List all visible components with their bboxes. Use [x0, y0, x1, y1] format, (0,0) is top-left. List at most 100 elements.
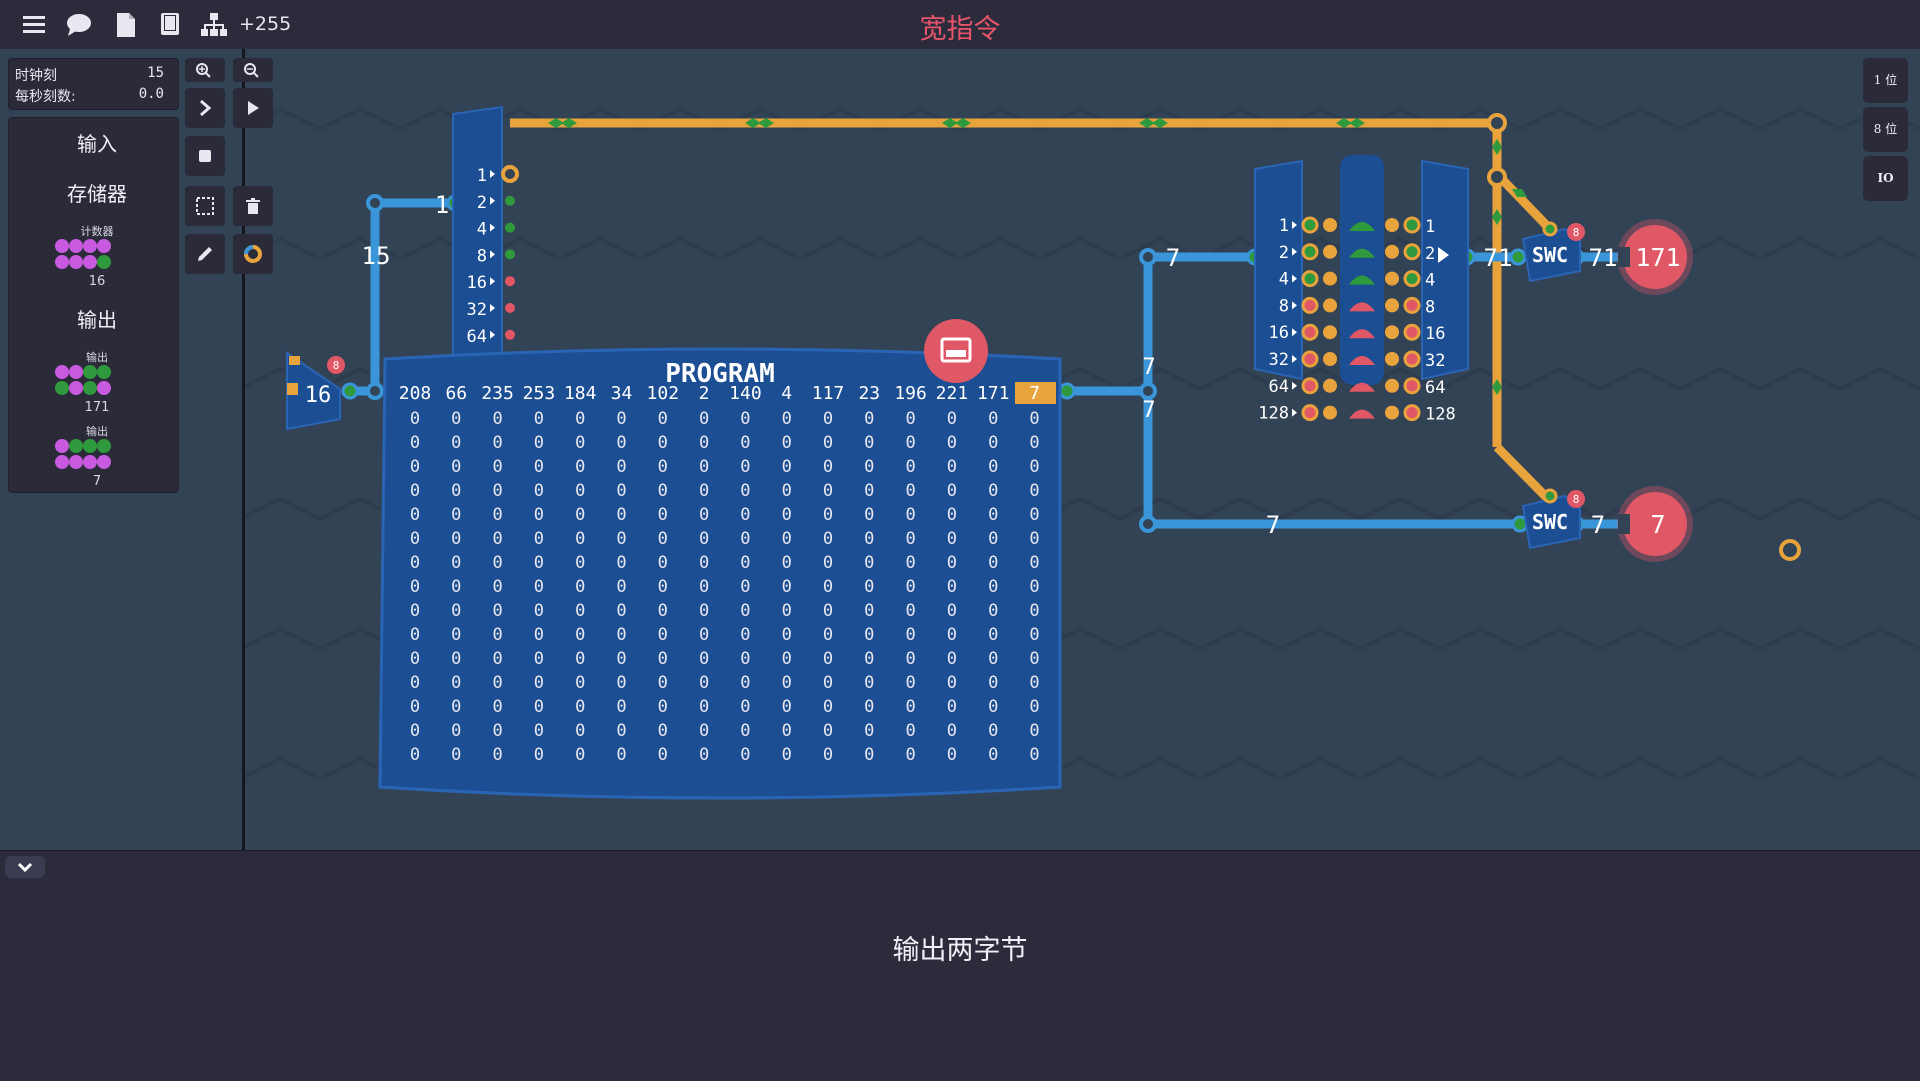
- splitter-pin[interactable]: [505, 222, 515, 233]
- swc-bottom-badge: 8: [1573, 493, 1580, 506]
- splitter-pin-1[interactable]: [501, 165, 519, 183]
- program-cell: 0: [905, 433, 915, 453]
- sidebar-divider[interactable]: [242, 49, 245, 850]
- bit-switch[interactable]: [1349, 329, 1375, 339]
- splitter-pin[interactable]: [505, 195, 515, 206]
- counter-palette-icon[interactable]: [54, 238, 124, 272]
- category-output[interactable]: 输出: [77, 308, 117, 332]
- step-button[interactable]: [185, 88, 225, 128]
- bit-pin[interactable]: [1301, 377, 1319, 395]
- bit-switch[interactable]: [1349, 302, 1375, 312]
- program-cell: 0: [451, 697, 461, 717]
- top-bar: +255 宽指令: [0, 0, 1920, 50]
- bit-switch[interactable]: [1349, 275, 1375, 285]
- bit-pin[interactable]: [1385, 378, 1399, 393]
- bit-pin[interactable]: [1323, 218, 1337, 232]
- chat-icon[interactable]: [65, 11, 93, 39]
- bit-pin[interactable]: [1385, 298, 1399, 313]
- zoom-out-button[interactable]: [233, 58, 273, 82]
- stop-button[interactable]: [185, 136, 225, 176]
- play-button[interactable]: [233, 88, 273, 128]
- output2-palette-icon[interactable]: [54, 438, 124, 472]
- bit-pin[interactable]: [1323, 298, 1337, 313]
- circuit-canvas[interactable]: 15 1 7 7 7 7 71 71 7 16 8 1248163264128 …: [0, 49, 1920, 850]
- splitter-pin[interactable]: [505, 249, 515, 260]
- program-cell: 0: [988, 673, 998, 693]
- decoder-bit-label: 32: [1269, 350, 1289, 370]
- bit-switch[interactable]: [1349, 356, 1375, 365]
- byte-splitter[interactable]: 1248163264128: [452, 105, 519, 376]
- bit-pin[interactable]: [1403, 243, 1421, 261]
- program-cell: 0: [575, 409, 585, 429]
- bit-pin[interactable]: [1385, 325, 1399, 340]
- select-button[interactable]: [185, 186, 225, 226]
- bit-pin[interactable]: [1403, 404, 1421, 422]
- bit-pin[interactable]: [1301, 404, 1319, 422]
- program-cell: 34: [611, 383, 633, 404]
- category-input[interactable]: 输入: [77, 132, 117, 156]
- swc-bottom[interactable]: SWC 8: [1521, 488, 1585, 550]
- menu-icon[interactable]: [20, 11, 48, 39]
- program-cell: 0: [864, 457, 874, 477]
- wire-color-button[interactable]: [233, 234, 273, 274]
- bit-pin[interactable]: [1301, 270, 1319, 288]
- program-cell: 0: [1029, 649, 1039, 669]
- output-byte-bottom[interactable]: 7: [1617, 486, 1693, 562]
- bit-pin[interactable]: [1385, 405, 1399, 420]
- bit-pin[interactable]: [1323, 244, 1337, 259]
- bit-pin[interactable]: [1301, 323, 1319, 341]
- bit-pin[interactable]: [1403, 216, 1421, 234]
- wire-8bit-button[interactable]: 8 位: [1863, 107, 1908, 152]
- bit-pin[interactable]: [1385, 352, 1399, 366]
- program-cell: 0: [575, 721, 585, 741]
- bit-pin[interactable]: [1385, 244, 1399, 259]
- bit-pin[interactable]: [1403, 270, 1421, 288]
- bit-pin[interactable]: [1301, 216, 1319, 234]
- output-byte-top[interactable]: 171: [1617, 219, 1693, 295]
- bit-pin[interactable]: [1301, 350, 1319, 368]
- bit-pin[interactable]: [1323, 378, 1337, 393]
- document-icon[interactable]: [112, 11, 140, 39]
- splitter-pin[interactable]: [505, 303, 515, 313]
- bit-pin[interactable]: [1323, 271, 1337, 286]
- bit-switch[interactable]: [1349, 222, 1375, 231]
- program-cell: 0: [451, 433, 461, 453]
- zoom-in-button[interactable]: [185, 58, 225, 82]
- pencil-button[interactable]: [185, 234, 225, 274]
- splitter-pin[interactable]: [505, 276, 515, 287]
- decoder-bit-label: 2: [1279, 243, 1289, 263]
- io-button[interactable]: IO: [1863, 156, 1908, 201]
- bit-pin[interactable]: [1403, 350, 1421, 368]
- score-counter: +255: [239, 13, 292, 35]
- program-cell: 0: [864, 721, 874, 741]
- category-storage[interactable]: 存储器: [67, 182, 127, 206]
- bit-pin[interactable]: [1301, 243, 1319, 261]
- bit-pin[interactable]: [1323, 352, 1337, 366]
- program-cell: 102: [647, 383, 680, 404]
- output1-palette-icon[interactable]: [54, 364, 124, 398]
- bit-pin[interactable]: [1403, 323, 1421, 341]
- bit-pin[interactable]: [1385, 218, 1399, 232]
- bus-value-lower: 7: [1266, 511, 1280, 539]
- trash-button[interactable]: [233, 186, 273, 226]
- bit-switch[interactable]: [1349, 248, 1375, 258]
- bit-switch[interactable]: [1349, 382, 1375, 392]
- bit-pin[interactable]: [1403, 377, 1421, 395]
- bit-pin[interactable]: [1323, 405, 1337, 420]
- wire-1bit-button[interactable]: 1 位: [1863, 58, 1908, 103]
- book-icon[interactable]: [156, 11, 184, 39]
- bit-pin[interactable]: [1301, 296, 1319, 314]
- collapse-panel-button[interactable]: [5, 856, 45, 878]
- splitter-pin[interactable]: [505, 329, 515, 340]
- program-cell: 0: [575, 601, 585, 621]
- swc-top[interactable]: SWC 8: [1521, 221, 1585, 283]
- bit-pin[interactable]: [1385, 271, 1399, 286]
- counter-component[interactable]: 16 8: [286, 351, 345, 431]
- bit-pin[interactable]: [1323, 325, 1337, 340]
- loose-wire-node[interactable]: [1779, 539, 1801, 561]
- hierarchy-icon[interactable]: [200, 11, 228, 39]
- bit-pin[interactable]: [1403, 296, 1421, 314]
- bit-switch[interactable]: [1349, 409, 1375, 419]
